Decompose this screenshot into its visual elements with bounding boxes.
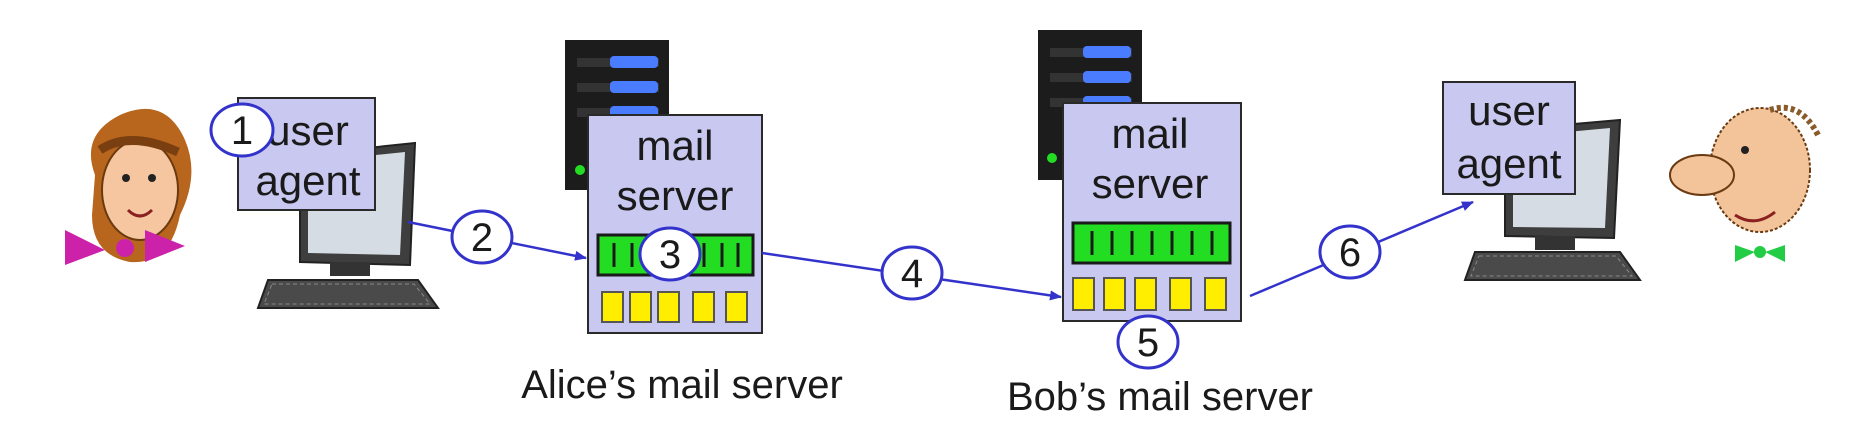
step-3-label: 3 xyxy=(659,233,681,277)
step-4-marker: 4 xyxy=(880,245,944,301)
alice-mail-server-caption: Alice’s mail server xyxy=(521,363,843,407)
step-2-label: 2 xyxy=(471,216,493,260)
alice-cartoon-icon xyxy=(65,108,192,265)
step-5-marker: 5 xyxy=(1116,314,1180,370)
step-1-label: 1 xyxy=(231,109,253,153)
bob-user-agent-line2: agent xyxy=(1456,140,1561,187)
step-4-label: 4 xyxy=(901,252,923,296)
bob-mail-server-box: mail server xyxy=(1062,102,1242,322)
bob-mail-server-caption: Bob’s mail server xyxy=(1007,375,1313,419)
step-5-label: 5 xyxy=(1137,321,1159,365)
step-2-marker: 2 xyxy=(450,209,514,265)
bob-cartoon-icon xyxy=(1669,104,1821,262)
alice-user-agent-box: user agent xyxy=(237,97,376,211)
bob-mail-server-line1: mail xyxy=(1111,110,1188,157)
bob-user-agent-box: user agent xyxy=(1442,81,1576,195)
step-6-marker: 6 xyxy=(1318,224,1382,280)
step-1-marker: 1 xyxy=(209,102,275,158)
alice-mail-server-line1: mail xyxy=(636,122,713,169)
alice-mailbox-slots xyxy=(601,291,748,323)
step-6-label: 6 xyxy=(1339,231,1361,275)
alice-user-agent-line2: agent xyxy=(255,157,360,204)
alice-user-agent-line1: user xyxy=(267,107,349,154)
bob-mail-server-line2: server xyxy=(1092,160,1209,207)
bob-user-agent-line1: user xyxy=(1468,87,1550,134)
alice-mail-server-box: mail server xyxy=(587,114,763,334)
step-3-marker: 3 xyxy=(638,226,702,282)
bob-mailbox-slots xyxy=(1072,277,1227,311)
alice-mail-server-line2: server xyxy=(617,172,734,219)
